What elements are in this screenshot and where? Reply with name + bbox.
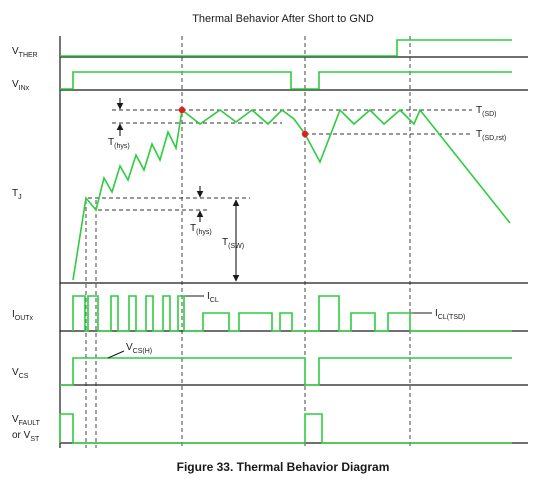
- tsw-label: T(SW): [222, 237, 244, 250]
- tsd-rst-label: T(SD,rst): [476, 129, 506, 142]
- iout-waveform: [72, 295, 512, 332]
- iout-label: IOUTx: [12, 309, 34, 322]
- diagram-title: Thermal Behavior After Short to GND: [192, 13, 374, 25]
- vcs-label: VCS: [12, 367, 29, 380]
- vther-label: VTHER: [12, 46, 38, 59]
- thys1-label: T(hys): [108, 137, 130, 150]
- icltsd-label: ICL(TSD): [435, 308, 465, 321]
- tj-waveform: [72, 108, 511, 281]
- thys2-label: T(hys): [190, 223, 212, 236]
- vst-label: or VST: [12, 430, 40, 443]
- vfault-waveform: [59, 413, 512, 444]
- time-guides: [85, 36, 411, 448]
- vther-waveform: [60, 39, 512, 57]
- vin-label: VINx: [12, 79, 30, 92]
- tj-label: TJ: [12, 188, 22, 201]
- arrows: [107, 98, 432, 359]
- icl-label: ICL: [207, 291, 219, 304]
- waveforms: [59, 39, 512, 444]
- tsd-label: T(SD): [476, 105, 497, 118]
- baselines: [60, 56, 528, 444]
- vcs-waveform: [60, 357, 512, 386]
- vcsh-leader: [107, 350, 125, 359]
- vcsh-label: VCS(H): [126, 342, 152, 355]
- tsd-reset-marker: [301, 130, 309, 138]
- vin-waveform: [60, 71, 512, 90]
- tsd-reached-marker: [178, 106, 186, 114]
- figure-caption: Figure 33. Thermal Behavior Diagram: [177, 460, 390, 474]
- vfault-label: VFAULT: [12, 414, 41, 427]
